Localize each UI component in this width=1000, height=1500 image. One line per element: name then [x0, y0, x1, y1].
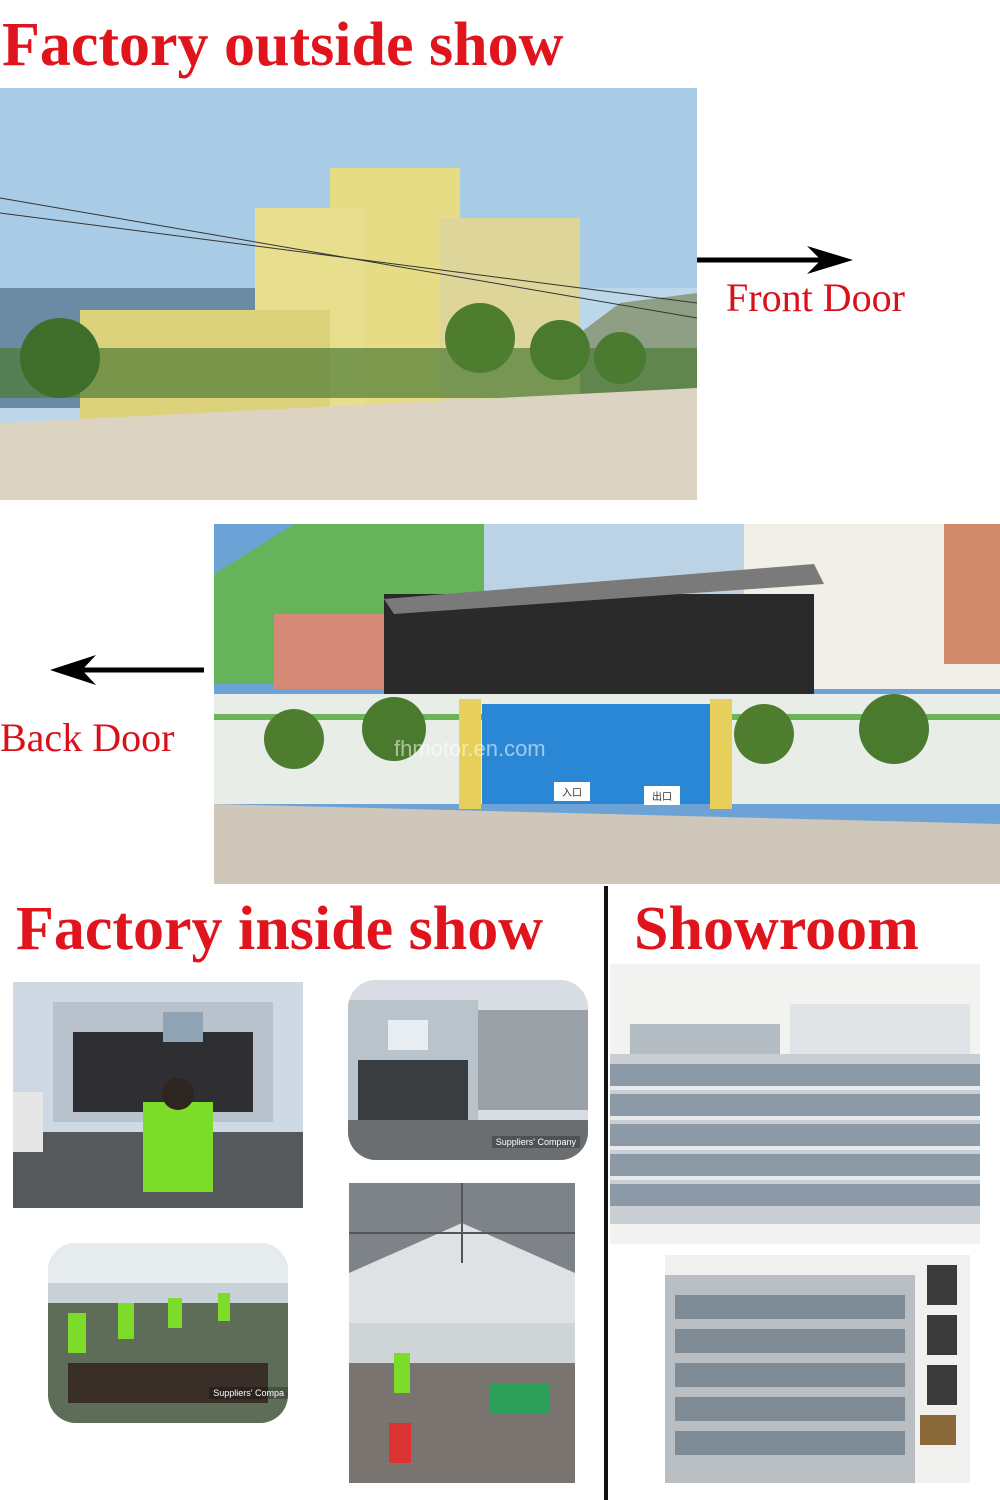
photo-showroom-cabinet	[665, 1255, 970, 1483]
section-divider	[604, 886, 608, 1500]
photo-showroom-shelves	[610, 964, 980, 1244]
photo-inside-warehouse	[349, 1183, 575, 1483]
photo-caption: Suppliers' Compa	[209, 1387, 288, 1399]
photo-factory-back: fhmotor.en.com 入口 出口	[214, 524, 1000, 884]
gate-sign-left: 入口	[554, 782, 590, 801]
photo-inside-machine-worker	[13, 982, 303, 1208]
heading-factory-outside: Factory outside show	[2, 11, 564, 79]
photo-caption: Suppliers' Company	[491, 1136, 580, 1148]
arrow-right-icon	[697, 246, 853, 274]
photo-inside-workshop-rows: Suppliers' Compa	[48, 1243, 288, 1423]
arrow-left-icon	[50, 655, 204, 685]
label-front-door: Front Door	[726, 275, 905, 320]
heading-showroom: Showroom	[634, 895, 919, 963]
photo-factory-front	[0, 88, 697, 500]
photo-watermark: fhmotor.en.com	[394, 736, 546, 761]
photo-inside-assembly-line: Suppliers' Company	[348, 980, 588, 1160]
heading-factory-inside: Factory inside show	[16, 895, 543, 963]
label-back-door: Back Door	[0, 715, 175, 760]
gate-sign-right: 出口	[644, 786, 680, 805]
